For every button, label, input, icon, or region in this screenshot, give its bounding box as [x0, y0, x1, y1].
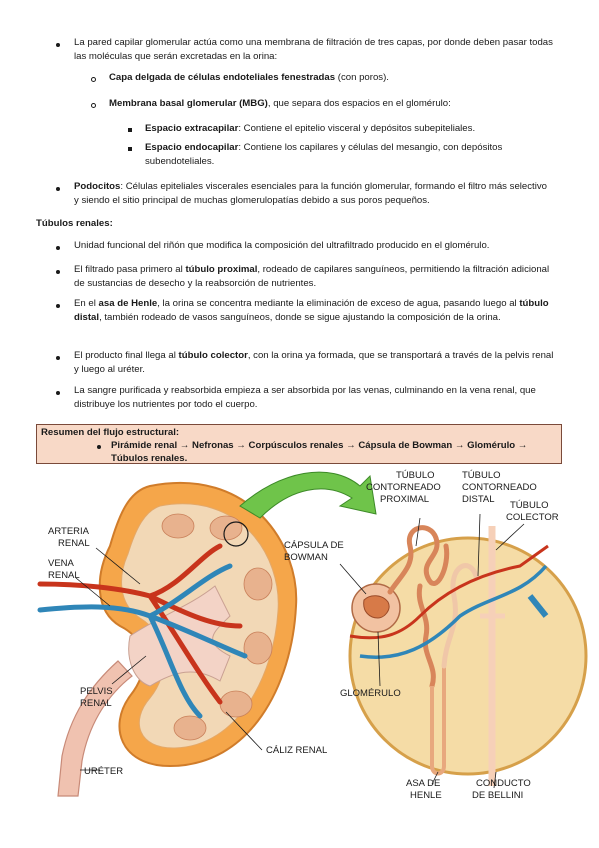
- paragraph-podocytes: Podocitos: Células epiteliales viscerale…: [74, 181, 547, 207]
- label-proximal-2: CONTORNEADO: [366, 482, 441, 493]
- summary-box: Resumen del flujo estructural: Pirámide …: [36, 424, 562, 464]
- label-distal-1: TÚBULO: [462, 470, 501, 481]
- summary-title: Resumen del flujo estructural:: [41, 427, 180, 438]
- label-glomerulo: GLOMÉRULO: [340, 688, 401, 699]
- sub-sub-bullet-square: [128, 147, 132, 151]
- bullet-dot: [56, 246, 60, 250]
- sub-bullet-circle: [91, 77, 96, 82]
- label-colector-1: TÚBULO: [510, 500, 549, 511]
- paragraph-renal-vein: La sangre purificada y reabsorbida empie…: [74, 385, 536, 411]
- nephron-drawing: [348, 525, 588, 786]
- zoom-arrow: [239, 471, 377, 519]
- label-bellini-2: DE BELLINI: [472, 790, 523, 801]
- paragraph-tubule-definition: Unidad funcional del riñón que modifica …: [74, 240, 490, 251]
- label-capsula-1: CÁPSULA DE: [284, 540, 344, 551]
- label-pelvis-renal-2: RENAL: [80, 698, 112, 709]
- item-basal-membrane: Membrana basal glomerular (MBG), que sep…: [109, 98, 451, 109]
- bullet-dot: [56, 270, 60, 274]
- label-proximal-3: PROXIMAL: [380, 494, 429, 505]
- kidney-nephron-illustration: ARTERIA RENAL VENA RENAL PELVIS RENAL UR…: [37, 470, 588, 801]
- item-endocapillary-space: Espacio endocapilar: Contiene los capila…: [145, 142, 503, 168]
- paragraph-proximal-tubule: El filtrado pasa primero al túbulo proxi…: [74, 264, 550, 290]
- label-pelvis-renal-1: PELVIS: [80, 686, 113, 697]
- item-endothelial-layer: Capa delgada de células endoteliales fen…: [109, 72, 389, 83]
- section-title-renal-tubules: Túbulos renales:: [36, 218, 113, 229]
- bullet-dot: [56, 43, 60, 47]
- label-distal-3: DISTAL: [462, 494, 495, 505]
- label-arteria-renal-1: ARTERIA: [48, 526, 90, 537]
- label-arteria-renal-2: RENAL: [58, 538, 90, 549]
- kidney-drawing: [37, 481, 298, 797]
- bullet-dot: [97, 445, 101, 449]
- summary-flow: Pirámide renal → Nefronas → Corpúsculos …: [111, 440, 528, 464]
- bullet-dot: [56, 187, 60, 191]
- sub-sub-bullet-square: [128, 128, 132, 132]
- bullet-dot: [56, 356, 60, 360]
- label-bellini-1: CONDUCTO: [476, 778, 531, 789]
- paragraph-filtration-barrier: La pared capilar glomerular actúa como u…: [74, 37, 553, 63]
- label-vena-renal-2: RENAL: [48, 570, 80, 581]
- label-distal-2: CONTORNEADO: [462, 482, 537, 493]
- label-vena-renal-1: VENA: [48, 558, 75, 569]
- label-ureter: URÉTER: [84, 766, 123, 777]
- label-asa-henle-1: ASA DE: [406, 778, 440, 789]
- bullet-dot: [56, 391, 60, 395]
- label-capsula-2: BOWMAN: [284, 552, 328, 563]
- label-asa-henle-2: HENLE: [410, 790, 442, 801]
- paragraph-collecting-tubule: El producto final llega al túbulo colect…: [74, 350, 554, 376]
- bullet-dot: [56, 304, 60, 308]
- sub-bullet-circle: [91, 103, 96, 108]
- paragraph-loop-of-henle: En el asa de Henle, la orina se concentr…: [74, 298, 549, 324]
- label-caliz-renal: CÁLIZ RENAL: [266, 745, 327, 756]
- label-colector-2: COLECTOR: [506, 512, 559, 523]
- item-extracapillary-space: Espacio extracapilar: Contiene el epitel…: [145, 123, 476, 134]
- label-proximal-1: TÚBULO: [396, 470, 435, 481]
